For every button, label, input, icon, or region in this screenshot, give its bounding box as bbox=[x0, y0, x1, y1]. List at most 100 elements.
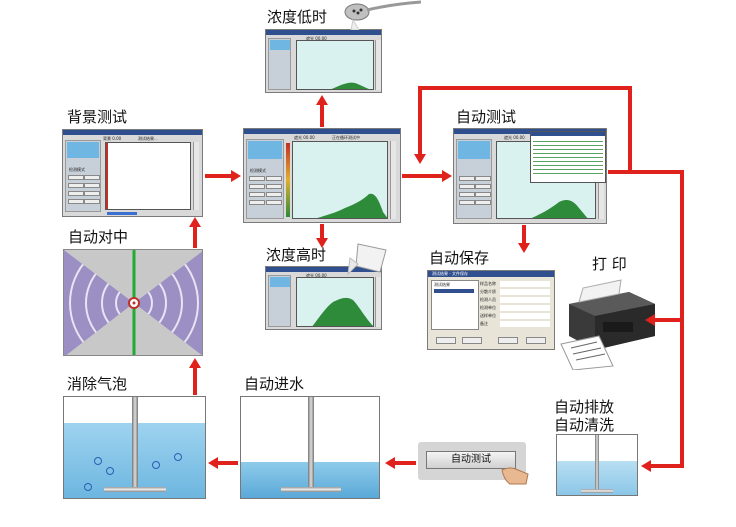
left-panel: 检测模式 bbox=[246, 139, 284, 219]
background-test-screenshot: 背景 0.00 测试结果... 检测模式 bbox=[62, 129, 203, 217]
arrow-loop-right bbox=[628, 86, 632, 170]
label-auto-save: 自动保存 bbox=[429, 249, 490, 267]
left-panel: 检测模式 bbox=[65, 140, 101, 212]
auto-test-button-frame: 自动测试 bbox=[418, 442, 529, 485]
arrow-auto-to-right bbox=[608, 170, 684, 174]
label-low-concentration: 浓度低时 bbox=[267, 8, 328, 26]
label-auto-clean: 自动清洗 bbox=[554, 416, 615, 434]
printer-icon bbox=[560, 279, 655, 370]
arrow-measure-to-auto bbox=[402, 174, 442, 178]
arrowhead bbox=[518, 243, 530, 253]
left-panel bbox=[268, 275, 291, 327]
screen-header: 遮光 00.00 bbox=[294, 135, 315, 140]
arrow-loop-top bbox=[418, 86, 632, 90]
arrow-background-to-measure bbox=[205, 174, 231, 178]
arrowhead bbox=[385, 457, 395, 469]
arrowhead bbox=[316, 95, 328, 105]
screen-header-right: 正在循环测试中 bbox=[332, 135, 360, 140]
screen-header: 遮光 00.00 bbox=[306, 36, 327, 41]
titlebar bbox=[266, 267, 381, 272]
arrowhead bbox=[414, 154, 426, 164]
arrow-to-printer bbox=[654, 318, 682, 322]
low-distribution-curve bbox=[331, 82, 369, 89]
label-print: 打 印 bbox=[592, 255, 627, 273]
arrow-bubbles-to-center bbox=[193, 365, 197, 395]
panel-group-label: 检测模式 bbox=[69, 167, 85, 172]
pouring-cup-icon bbox=[347, 243, 387, 276]
center-distribution-curve bbox=[317, 193, 387, 218]
arrow-measure-to-low bbox=[320, 103, 324, 127]
stirrer-shaft bbox=[308, 397, 314, 489]
field-0: 样品名称 bbox=[480, 281, 496, 286]
arrowhead bbox=[189, 358, 201, 368]
spoon-icon bbox=[344, 0, 422, 30]
auto-save-dialog: 测试结果 - 文件保存 测试结果 样品名称 分散介质 检测人员 检测单位 送样单… bbox=[427, 270, 555, 350]
dialog-title: 测试结果 - 文件保存 bbox=[432, 271, 468, 276]
auto-center-image bbox=[63, 249, 203, 356]
arrow-measure-to-high bbox=[320, 224, 324, 240]
label-auto-drain: 自动排放 bbox=[554, 398, 615, 416]
titlebar bbox=[266, 30, 381, 35]
arrow-water-to-bubbles bbox=[218, 461, 238, 465]
arrowhead bbox=[208, 457, 218, 469]
scale bbox=[193, 142, 199, 210]
auto-test-button[interactable]: 自动测试 bbox=[426, 451, 516, 469]
centering-diagram bbox=[64, 250, 202, 355]
label-auto-test: 自动测试 bbox=[456, 108, 517, 126]
arrowhead bbox=[231, 170, 241, 182]
left-panel bbox=[456, 139, 492, 219]
distribution-plot bbox=[292, 141, 388, 219]
left-panel bbox=[268, 38, 291, 90]
titlebar bbox=[428, 271, 554, 277]
distribution-plot bbox=[296, 277, 374, 327]
scale bbox=[375, 277, 381, 327]
label-high-concentration: 浓度高时 bbox=[266, 246, 327, 264]
distribution-plot bbox=[105, 142, 191, 210]
stirrer-paddle bbox=[581, 489, 613, 493]
panel-group-label: 检测模式 bbox=[250, 168, 266, 173]
arrow-loop-up bbox=[418, 86, 422, 158]
scale bbox=[375, 40, 381, 90]
arrowhead bbox=[641, 460, 651, 472]
stirrer-shaft bbox=[595, 435, 599, 491]
arrow-to-drain bbox=[650, 464, 682, 468]
screen-header: 背景 0.00 bbox=[103, 136, 122, 141]
auto-water-in-tank bbox=[240, 396, 380, 499]
arrow-button-to-water bbox=[394, 461, 416, 465]
remove-bubbles-tank bbox=[63, 396, 206, 499]
field-2: 检测人员 bbox=[480, 297, 496, 302]
low-concentration-screenshot: 遮光 00.00 bbox=[265, 29, 382, 93]
bubble bbox=[94, 457, 102, 465]
bubble bbox=[84, 483, 92, 491]
screen-header: 遮光 00.00 bbox=[504, 135, 525, 140]
arrowhead bbox=[645, 314, 655, 326]
titlebar bbox=[63, 130, 202, 135]
label-background-test: 背景测试 bbox=[67, 108, 128, 126]
titlebar bbox=[244, 129, 400, 134]
distribution-plot bbox=[296, 40, 374, 90]
bubble bbox=[174, 453, 182, 461]
arrow-center-to-background bbox=[193, 224, 197, 248]
screen-header-right: 测试结果... bbox=[138, 136, 158, 141]
stirrer-paddle bbox=[104, 487, 166, 492]
field-1: 分散介质 bbox=[480, 289, 496, 294]
arrow-auto-to-save bbox=[522, 225, 526, 245]
label-auto-water-in: 自动进水 bbox=[244, 375, 305, 393]
field-5: 备注 bbox=[480, 321, 488, 326]
scale bbox=[390, 141, 396, 219]
high-distribution-curve bbox=[312, 297, 373, 326]
screen-header: 遮光 00.00 bbox=[306, 273, 327, 278]
field-3: 检测单位 bbox=[480, 305, 496, 310]
auto-drain-tank bbox=[556, 434, 638, 496]
bubble bbox=[106, 467, 114, 475]
label-remove-bubbles: 消除气泡 bbox=[67, 375, 128, 393]
auto-distribution-curve bbox=[531, 200, 588, 218]
stirrer-shaft bbox=[132, 397, 138, 489]
label-auto-center: 自动对中 bbox=[68, 228, 129, 246]
stirrer-paddle bbox=[281, 487, 341, 492]
finger-icon bbox=[501, 467, 529, 485]
measurement-screenshot: 遮光 00.00 正在循环测试中 检测模式 bbox=[243, 128, 401, 223]
auto-test-screenshot: 遮光 00.00 bbox=[453, 128, 607, 224]
arrowhead bbox=[442, 170, 452, 182]
result-list: 测试结果 bbox=[431, 280, 479, 330]
